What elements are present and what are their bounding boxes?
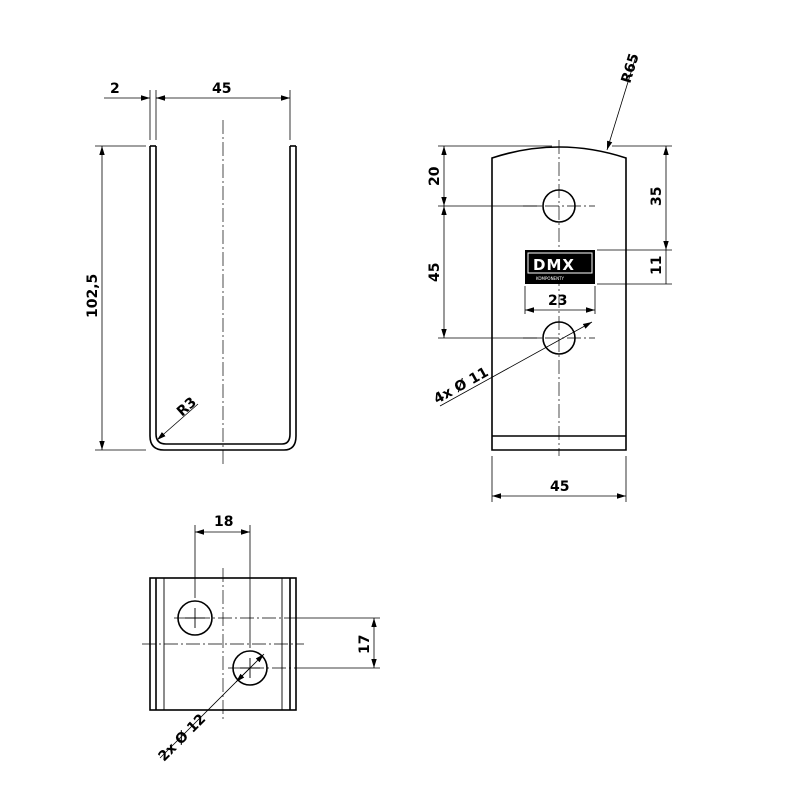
u-profile-outer xyxy=(149,146,297,451)
dim-bend-radius: R3 xyxy=(174,394,200,420)
dim-logo-width: 23 xyxy=(548,293,567,309)
dim-top-radius: R65 xyxy=(619,52,643,86)
side-view: DMX KOMPONENTY 20 45 35 11 23 R65 4x Ø 1… xyxy=(427,52,672,502)
dim-front-height: 102,5 xyxy=(85,274,101,318)
dim-front-width: 45 xyxy=(212,81,231,97)
dim-bottom-hole-diameter: 2x Ø 12 xyxy=(156,711,210,765)
dim-thickness: 2 xyxy=(110,81,120,97)
plate-outline xyxy=(491,146,627,451)
dim-hole-diameter: 4x Ø 11 xyxy=(431,364,491,407)
front-view: 2 45 102,5 R3 xyxy=(85,81,297,466)
dim-hole-offset-y: 17 xyxy=(357,635,373,654)
dim-top-to-hole: 20 xyxy=(427,166,443,186)
svg-text:DMX: DMX xyxy=(533,256,575,274)
u-profile-inner xyxy=(155,146,291,445)
bottom-view: 18 17 2x Ø 12 xyxy=(142,514,380,765)
dim-hole-spacing: 45 xyxy=(427,263,443,282)
dim-hole-offset-x: 18 xyxy=(214,514,233,530)
dim-top-to-logo: 35 xyxy=(649,187,665,206)
svg-text:KOMPONENTY: KOMPONENTY xyxy=(536,276,565,281)
dmx-logo: DMX KOMPONENTY xyxy=(525,250,595,284)
dim-logo-height: 11 xyxy=(649,256,665,275)
dim-plate-width: 45 xyxy=(550,479,569,495)
